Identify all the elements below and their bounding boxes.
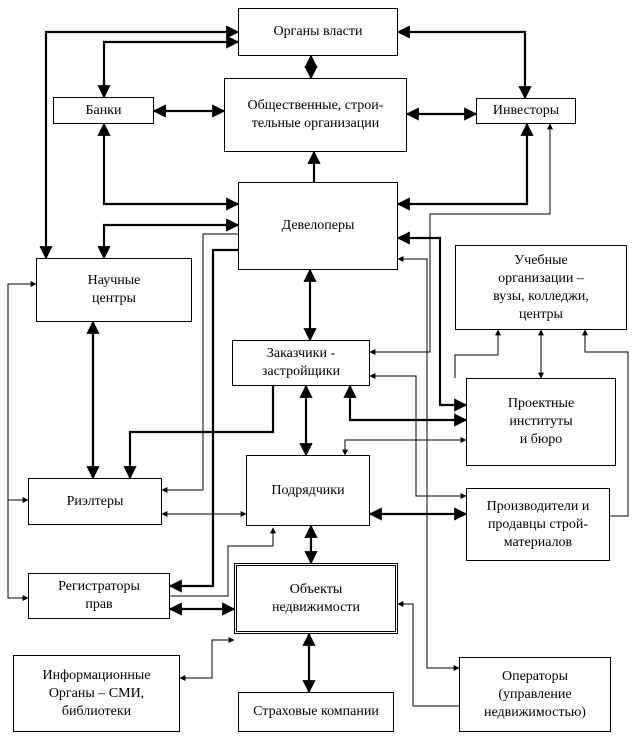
node-contractors-label: Подрядчики: [271, 482, 345, 498]
link-developers-realtors: [161, 233, 238, 493]
link-authorities-research: [39, 25, 240, 260]
node-info-bodies: Информационные Органы – СМИ, библиотеки: [13, 655, 180, 732]
link-authorities-investors: [396, 25, 532, 100]
link-customers-realtors: [123, 386, 275, 480]
node-public-orgs: Общественные, строи- тельные организации: [224, 78, 407, 152]
link-customers-design: [343, 384, 468, 427]
node-customers: Заказчики - застройщики: [232, 340, 370, 386]
node-developers: Девелоперы: [238, 182, 398, 270]
node-real-estate-label: Объекты недвижимости: [272, 581, 360, 615]
link-banks-developers: [97, 122, 240, 211]
node-research-centers: Научные центры: [36, 258, 192, 322]
node-banks: Банки: [53, 97, 154, 124]
link-developers-research: [97, 218, 240, 260]
node-operators: Операторы (управление недвижимостью): [459, 657, 611, 732]
node-insurance: Страховые компании: [238, 692, 394, 732]
link-education-design: [454, 329, 501, 378]
node-info-bodies-label: Информационные Органы – СМИ, библиотеки: [42, 667, 151, 719]
link-realobjects-info: [179, 637, 235, 681]
node-educational-orgs-label: Учебные организации – вузы, колледжи, це…: [493, 252, 589, 322]
node-operators-label: Операторы (управление недвижимостью): [484, 668, 586, 720]
node-authorities-label: Органы власти: [273, 24, 363, 39]
link-contractors-registrars: [170, 527, 276, 597]
node-public-orgs-label: Общественные, строи- тельные организации: [247, 98, 384, 131]
node-contractors: Подрядчики: [246, 455, 370, 526]
node-manufacturers-label: Производители и продавцы строй- материал…: [486, 498, 590, 550]
link-investors-developers: [396, 122, 534, 211]
node-design-institutes-label: Проектные институты и бюро: [507, 396, 575, 447]
node-registrars-label: Регистраторы прав: [58, 579, 140, 612]
node-realtors: Риэлтеры: [28, 478, 162, 525]
node-educational-orgs: Учебные организации – вузы, колледжи, це…: [455, 245, 627, 330]
link-developers-operators: [397, 256, 460, 671]
node-authorities: Органы власти: [238, 8, 398, 56]
node-design-institutes: Проектные институты и бюро: [466, 378, 616, 466]
node-realtors-label: Риэлтеры: [66, 493, 124, 509]
link-authorities-banks: [97, 35, 240, 99]
link-education-manufacturers: [582, 329, 629, 517]
node-investors-label: Инвесторы: [492, 103, 560, 118]
node-developers-label: Девелоперы: [281, 218, 355, 233]
link-customers-manufacturers: [369, 373, 467, 499]
node-customers-label: Заказчики - застройщики: [261, 346, 341, 379]
link-contractors-design: [342, 437, 467, 456]
node-real-estate: Объекты недвижимости: [234, 563, 398, 634]
node-manufacturers: Производители и продавцы строй- материал…: [466, 488, 610, 561]
link-research-registrars: [7, 281, 37, 601]
link-realobjects-operators: [397, 601, 459, 707]
node-research-centers-label: Научные центры: [87, 273, 141, 306]
link-developers-registrars: [168, 248, 238, 593]
node-registrars: Регистраторы прав: [28, 573, 170, 619]
node-insurance-label: Страховые компании: [253, 704, 379, 719]
node-investors: Инвесторы: [476, 98, 576, 124]
node-banks-label: Банки: [85, 102, 122, 118]
